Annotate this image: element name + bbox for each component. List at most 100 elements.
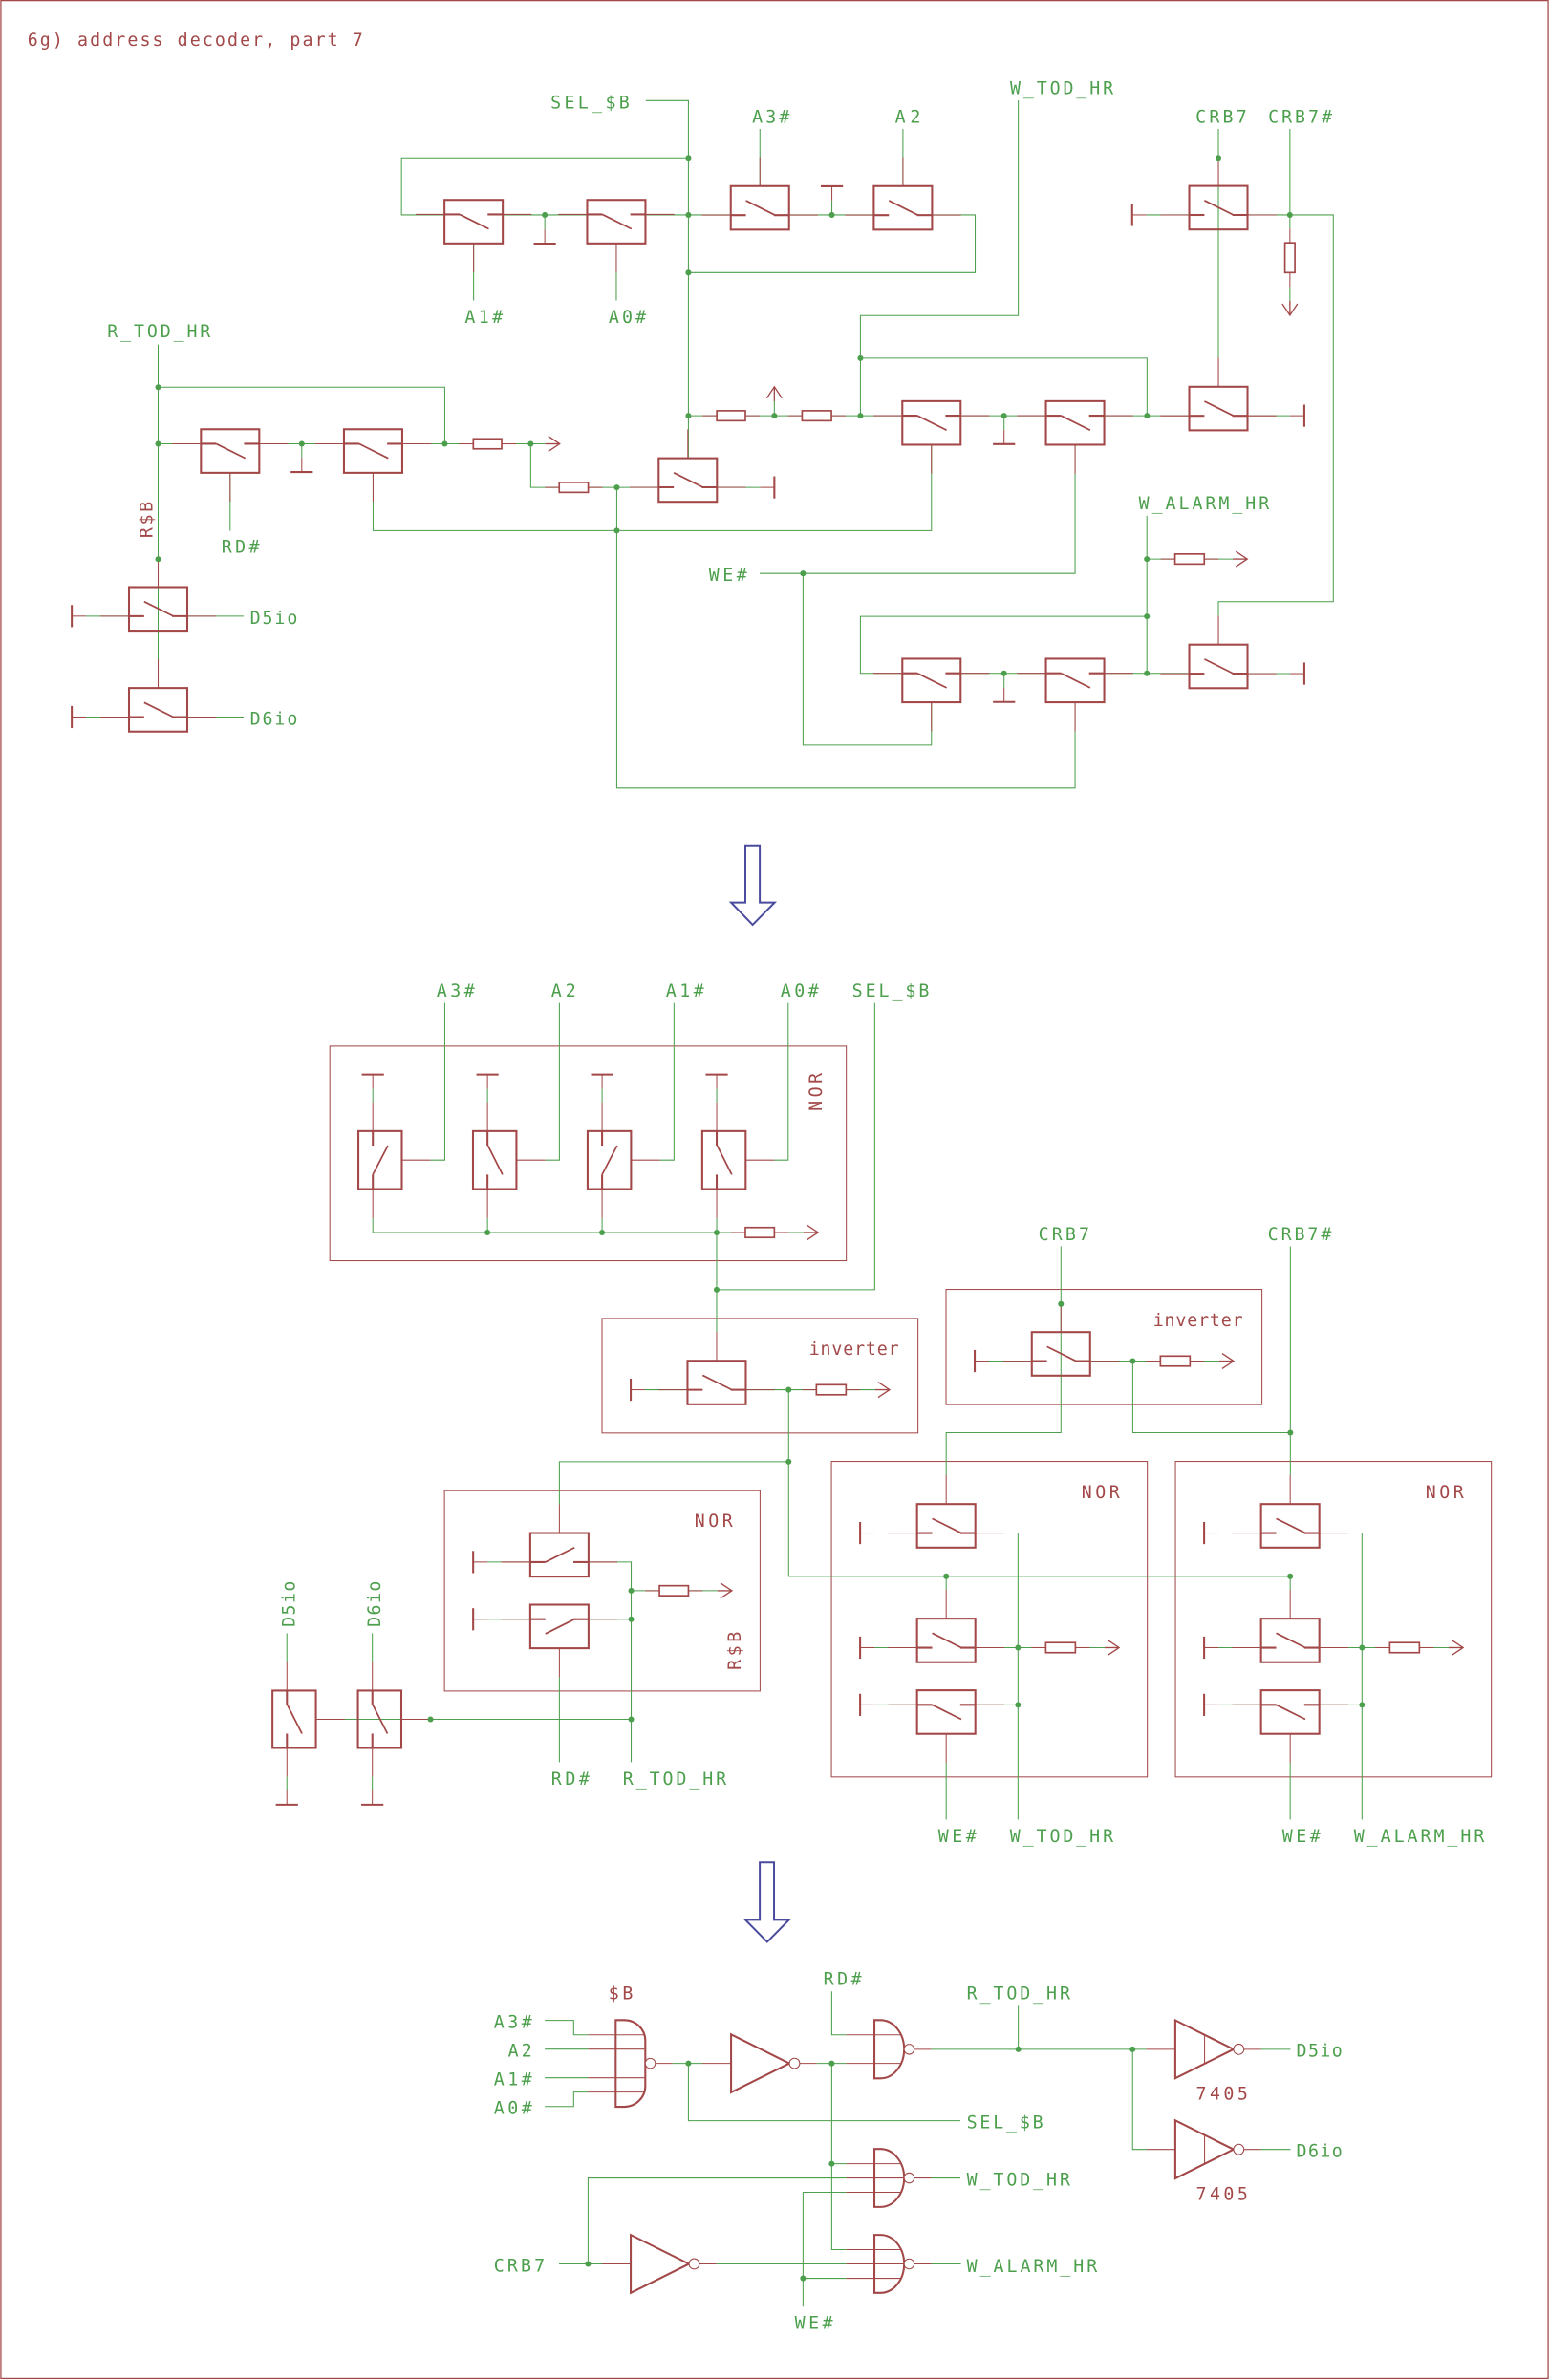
- net-label-crb7: CRB7: [1195, 107, 1247, 127]
- page-title: 6g) address decoder, part 7: [28, 31, 363, 51]
- pull-arrow-icon: [717, 1582, 734, 1599]
- block-label-tod-write-nor: NOR: [1082, 1483, 1120, 1503]
- junction-dot: [628, 1616, 635, 1622]
- part-label-rsb: R$B: [138, 502, 158, 538]
- switch-blade: [1276, 1632, 1306, 1649]
- switch-blade: [215, 442, 247, 460]
- gate-nand-r-tod: [846, 2019, 932, 2080]
- resistor-body: [658, 1584, 690, 1597]
- switch-a1n: [415, 199, 532, 273]
- junction-dot: [1287, 1573, 1294, 1579]
- pull-arrow-icon: [1281, 300, 1299, 317]
- wire-sel-b-3: [687, 2063, 960, 2122]
- resistor: [1146, 1355, 1205, 1367]
- junction-dot: [155, 440, 161, 447]
- switch-blade: [143, 701, 174, 718]
- wire-a3n-3: [545, 2020, 589, 2036]
- junction-dot: [713, 1286, 720, 1293]
- inversion-bubble: [688, 2258, 700, 2270]
- resistor-body: [716, 410, 746, 422]
- switch-blade: [358, 442, 389, 460]
- pull-arrow-icon: [1218, 1353, 1236, 1370]
- switch-box: [1259, 1689, 1321, 1735]
- buffer-triangle: [730, 2032, 792, 2094]
- switch-tod-nor-b: [888, 1589, 1004, 1663]
- junction-dot: [771, 413, 778, 419]
- inversion-bubble: [903, 2044, 915, 2055]
- net-label-rdn: RD#: [222, 537, 260, 557]
- net-label-w-alarm-hr: W_ALARM_HR: [967, 2257, 1098, 2277]
- pull-arrow-icon: [1233, 550, 1249, 568]
- switch-blade: [932, 1704, 962, 1721]
- net-label-d6io: D6io: [1297, 2141, 1343, 2161]
- ground-icon: [760, 476, 776, 499]
- ground-icon: [71, 705, 87, 729]
- resistor: [802, 1383, 861, 1396]
- wire-we-3: [802, 2191, 847, 2307]
- switch-tod-nor-c: [888, 1689, 1004, 1763]
- gate-body: [873, 2234, 906, 2294]
- block-label-alarm-write-nor: NOR: [1426, 1483, 1464, 1503]
- net-label-r-tod-hr: R_TOD_HR: [623, 1769, 726, 1790]
- switch-blade: [1276, 1704, 1306, 1721]
- ground-icon: [1203, 1636, 1219, 1660]
- junction-dot: [857, 354, 864, 361]
- wire-crb7-tod: [587, 2177, 847, 2264]
- buffer-7405-d6: [1146, 2118, 1261, 2180]
- switch-blade: [143, 600, 174, 617]
- pull-arrow-icon: [1449, 1639, 1465, 1656]
- wire-crb7-2: [945, 1246, 1062, 1476]
- ground-icon: [1130, 204, 1147, 226]
- switch-a0n: [558, 199, 675, 273]
- inversion-bubble: [644, 2057, 656, 2069]
- wire-sel-b-loop: [400, 157, 689, 216]
- down-arrow-icon: [742, 1861, 792, 1943]
- net-label-rdn: RD#: [551, 1769, 590, 1790]
- arrow-head: [1235, 550, 1249, 568]
- ground-icon: [476, 1073, 499, 1089]
- switch-a3n: [701, 157, 818, 231]
- part-label-7405-d5: 7405: [1196, 2085, 1248, 2105]
- ground-icon: [993, 429, 1016, 445]
- wire-w-tod-branch: [860, 357, 1148, 417]
- switch-address-nor-2: [471, 1102, 546, 1218]
- wire-address-input: [774, 1002, 789, 1161]
- net-label-r-tod-hr: R_TOD_HR: [967, 1984, 1070, 2005]
- ground-icon: [1203, 1693, 1219, 1716]
- switch-sel: [630, 429, 746, 504]
- ground-icon: [859, 1693, 875, 1716]
- net-label-rdn: RD#: [824, 1970, 862, 1990]
- arrow-head: [1221, 1353, 1236, 1370]
- net-label-r-tod-hr: R_TOD_HR: [107, 322, 210, 342]
- block-read-nor: [443, 1490, 761, 1692]
- switch-read-nor-b: [501, 1603, 618, 1678]
- junction-dot: [685, 211, 692, 218]
- stage1-labels: SEL_$B A3# A2 W_TOD_HR CRB7 CRB7# A1# A0…: [107, 78, 1332, 729]
- net-label-d5io: D5io: [1297, 2042, 1343, 2062]
- switch-blade: [932, 1632, 962, 1649]
- switch-alarm-nor-b: [1232, 1589, 1348, 1663]
- net-label-a3n: A3#: [437, 981, 475, 1001]
- junction-dot: [800, 2275, 807, 2282]
- resistor-body: [1173, 553, 1206, 566]
- resistor: [702, 410, 760, 422]
- junction-dot: [1129, 2046, 1136, 2052]
- part-label-rsb: R$B: [725, 1632, 745, 1670]
- net-label-crb7n: CRB7#: [1268, 107, 1332, 127]
- switch-blade: [459, 213, 489, 230]
- resistor-body: [801, 410, 832, 422]
- pull-arrow-icon: [804, 1224, 820, 1241]
- resistor-body: [1388, 1641, 1421, 1654]
- junction-dot: [1015, 2046, 1022, 2052]
- junction-dot: [785, 1386, 792, 1393]
- net-label-wen: WE#: [1282, 1827, 1321, 1847]
- ground-icon: [361, 1790, 384, 1806]
- junction-dot: [1286, 211, 1293, 218]
- resistor: [787, 410, 847, 422]
- net-label-a2: A2: [895, 107, 921, 127]
- net-label-crb7: CRB7: [494, 2257, 545, 2277]
- junction-dot: [155, 384, 161, 391]
- down-arrow-icon: [728, 844, 778, 927]
- junction-dot: [828, 2060, 835, 2067]
- arrow-head: [765, 385, 783, 399]
